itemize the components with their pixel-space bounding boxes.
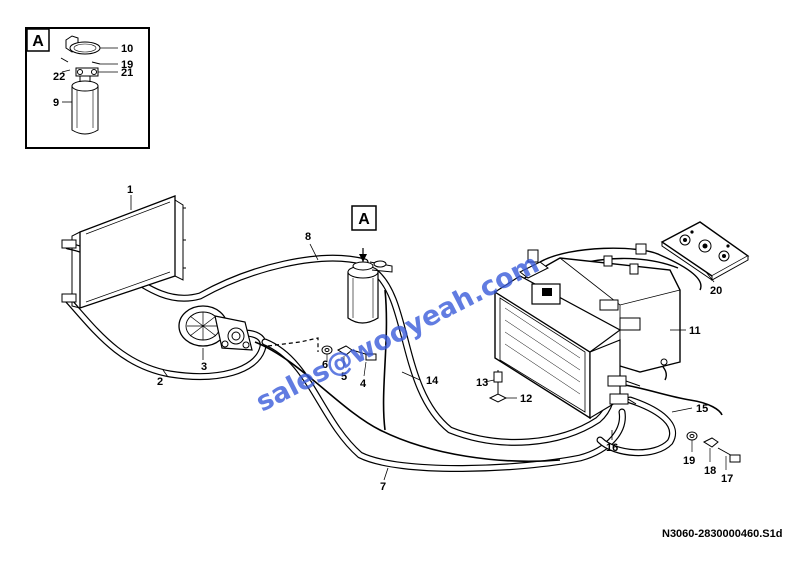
inset-label-21: 21 bbox=[121, 67, 133, 79]
label-12: 12 bbox=[520, 393, 532, 405]
label-4: 4 bbox=[360, 378, 367, 390]
label-18: 18 bbox=[704, 465, 716, 477]
label-17: 17 bbox=[721, 473, 733, 485]
hoses bbox=[64, 242, 676, 472]
receiver-drier bbox=[347, 248, 393, 324]
label-19: 19 bbox=[683, 455, 695, 467]
label-13: 13 bbox=[476, 377, 488, 389]
label-6: 6 bbox=[322, 359, 328, 371]
inset-label-10: 10 bbox=[121, 43, 133, 55]
label-11: 11 bbox=[689, 325, 701, 337]
control-panel bbox=[660, 221, 750, 281]
label-15: 15 bbox=[696, 403, 708, 415]
label-2: 2 bbox=[157, 376, 163, 388]
compressor bbox=[178, 305, 253, 351]
label-14: 14 bbox=[426, 375, 439, 387]
inset-receiver-drier bbox=[71, 76, 99, 135]
main-callout-label: A bbox=[358, 211, 370, 228]
bolt-12-13 bbox=[484, 370, 517, 403]
label-7: 7 bbox=[380, 481, 386, 493]
part-labels: 1 2 3 4 5 6 7 8 11 12 13 14 15 16 17 18 … bbox=[127, 184, 733, 493]
fasteners-4-5-6 bbox=[321, 345, 377, 377]
label-5: 5 bbox=[341, 371, 347, 383]
label-16: 16 bbox=[606, 442, 618, 454]
label-3: 3 bbox=[201, 361, 207, 373]
fasteners-17-18-19 bbox=[686, 431, 741, 470]
inset-callout-box bbox=[26, 28, 50, 52]
label-8: 8 bbox=[305, 231, 311, 243]
inset-label-9: 9 bbox=[53, 97, 59, 109]
inset-label-19: 19 bbox=[121, 59, 133, 71]
inset-callout-label: A bbox=[32, 33, 44, 50]
condenser bbox=[61, 195, 186, 309]
label-20: 20 bbox=[710, 285, 722, 297]
detail-inset: A 10 19 21 22 9 bbox=[25, 27, 150, 149]
drawing-code: N3060-2830000460.S1d bbox=[662, 528, 782, 540]
label-1: 1 bbox=[127, 184, 133, 196]
inset-label-22: 22 bbox=[53, 71, 65, 83]
hvac-unit bbox=[493, 243, 681, 420]
main-callout-box bbox=[351, 205, 377, 231]
leader-lines bbox=[130, 195, 715, 481]
